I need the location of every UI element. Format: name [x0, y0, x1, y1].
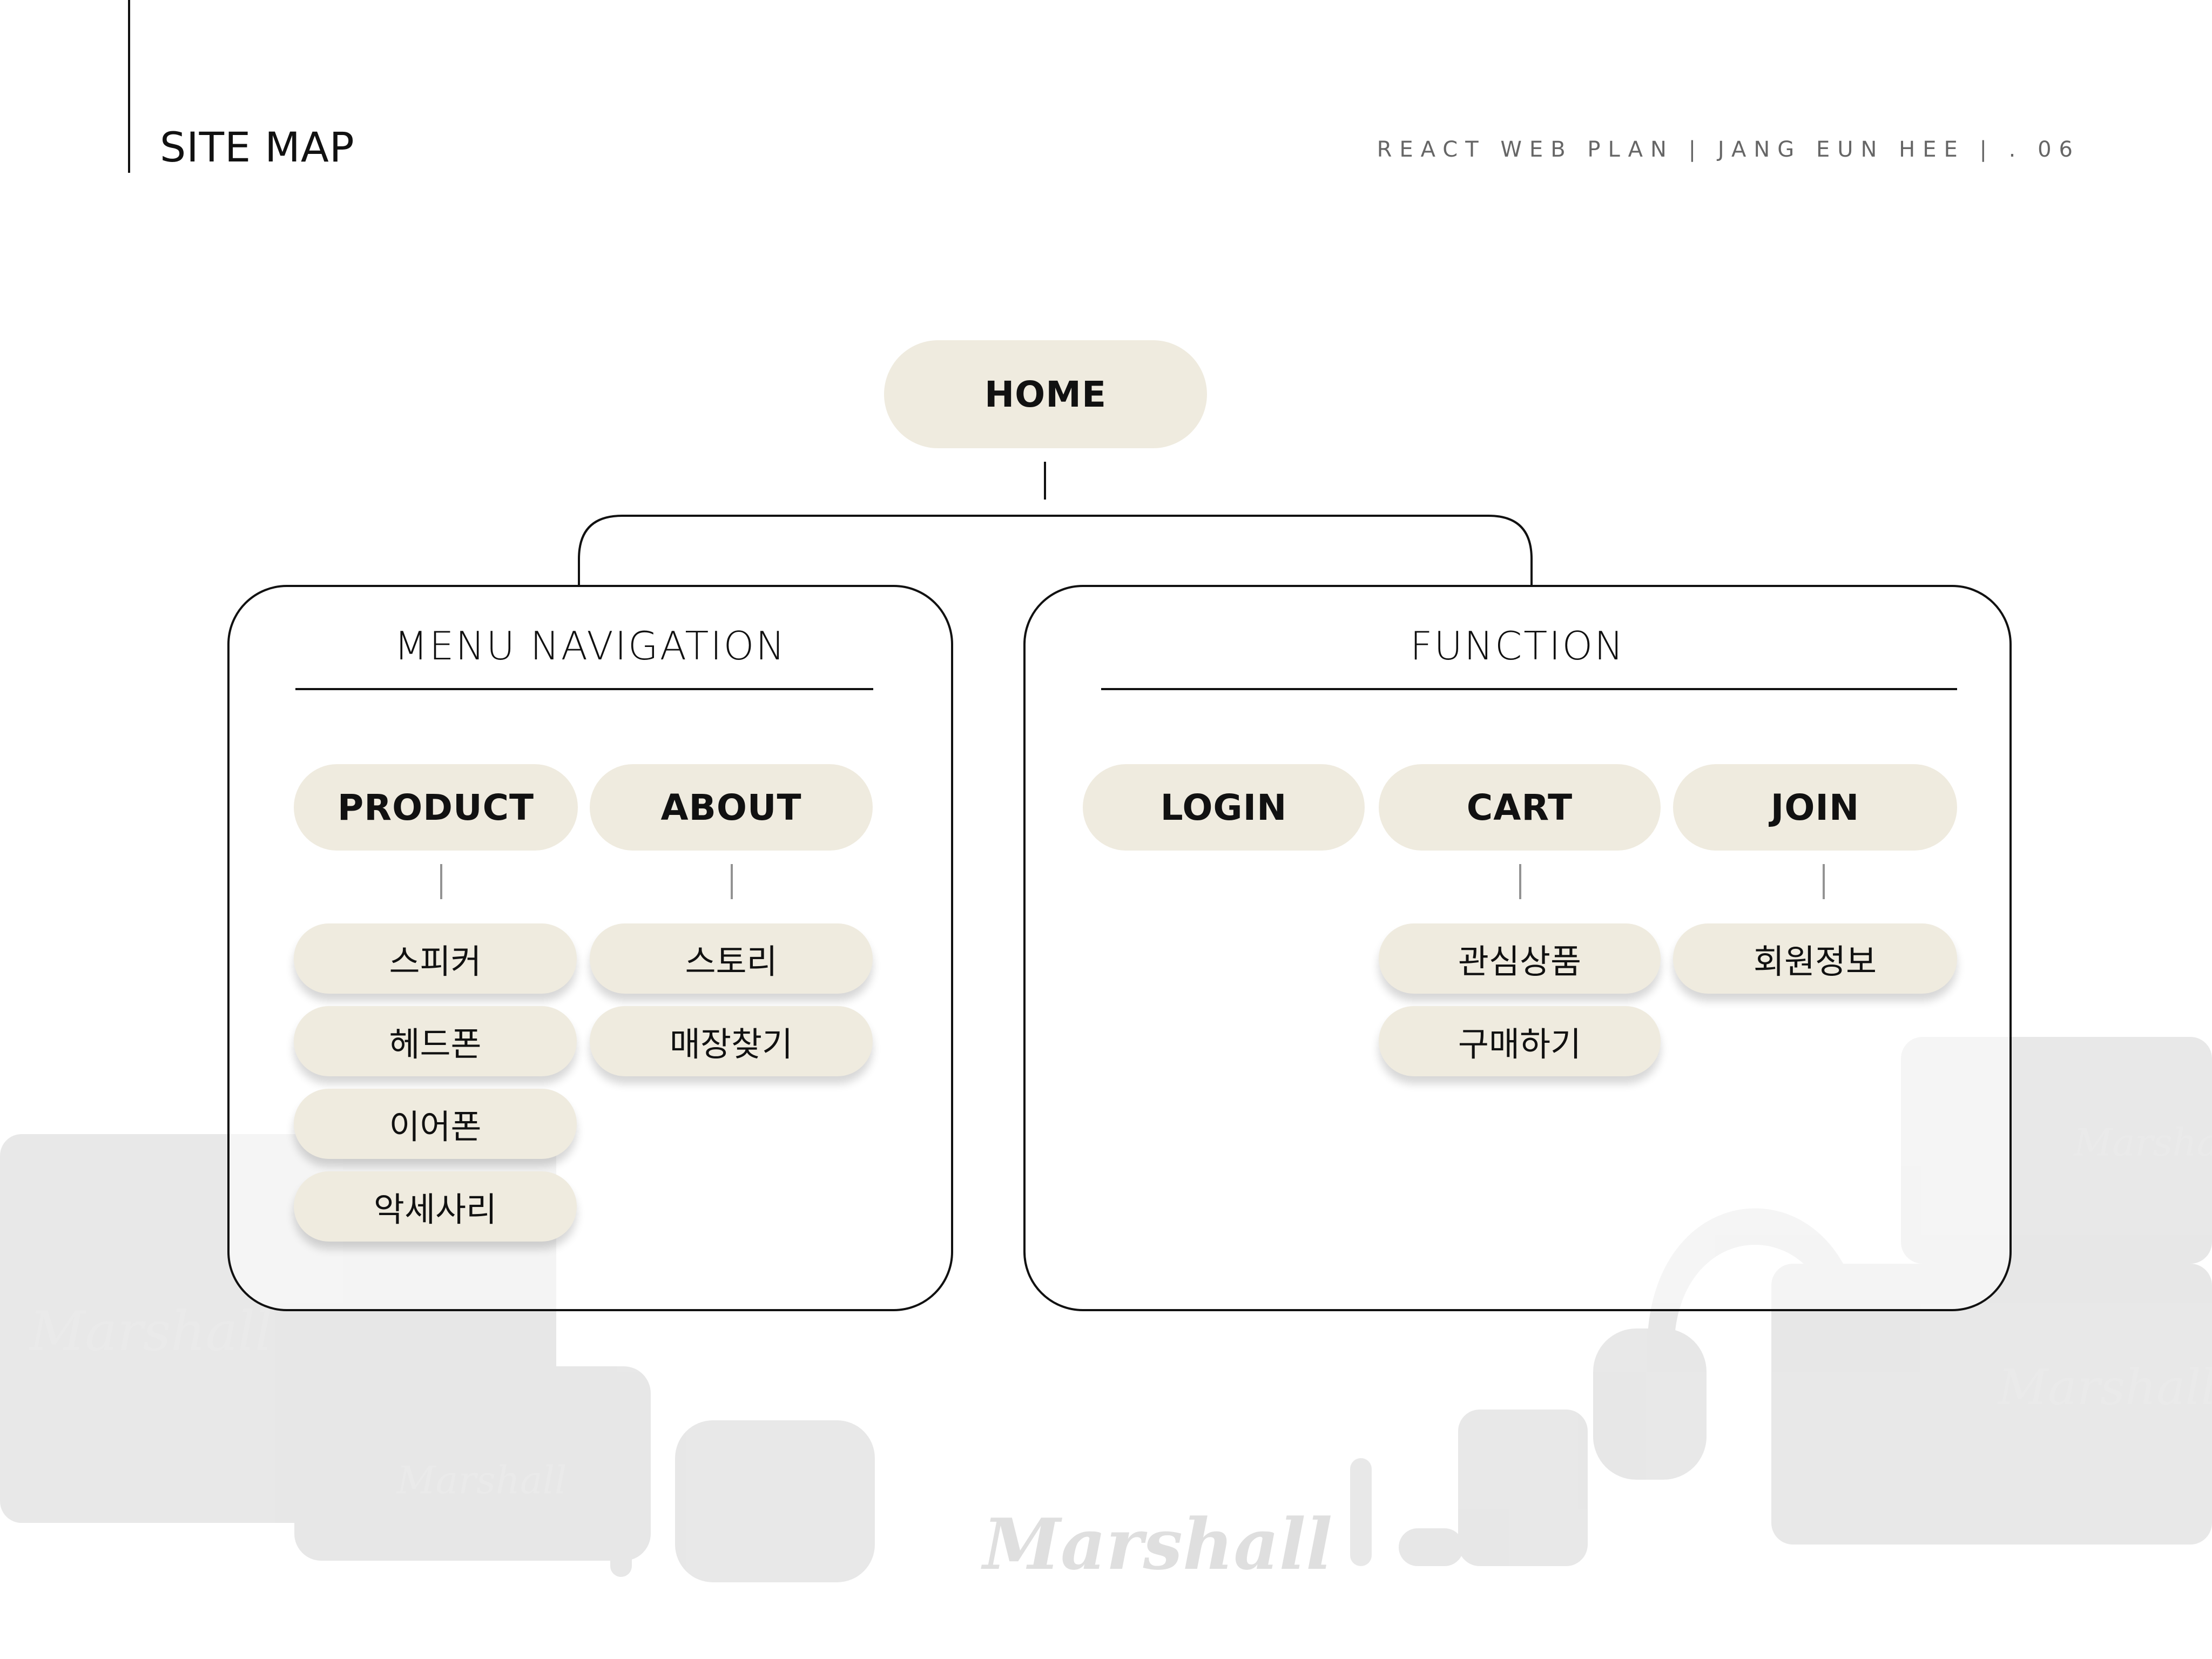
cart-child-wishlist[interactable]: 관심상품 [1379, 923, 1661, 994]
menu-navigation-title: MENU NAVIGATION [394, 623, 787, 669]
product-child-headphone[interactable]: 헤드폰 [294, 1006, 577, 1076]
group-bracket [578, 515, 1533, 586]
svg-text:Marshall: Marshall [396, 1458, 567, 1502]
svg-text:Marshall: Marshall [1997, 1359, 2212, 1416]
join-node[interactable]: JOIN [1673, 764, 1957, 851]
function-title: FUNCTION [1410, 623, 1625, 669]
svg-text:Marshall: Marshall [29, 1300, 272, 1363]
login-node[interactable]: LOGIN [1083, 764, 1365, 851]
cart-child-purchase[interactable]: 구매하기 [1379, 1006, 1661, 1076]
about-child-store-finder[interactable]: 매장찾기 [590, 1006, 873, 1076]
product-child-speaker[interactable]: 스피커 [294, 923, 577, 994]
product-node[interactable]: PRODUCT [294, 764, 578, 851]
about-node[interactable]: ABOUT [590, 764, 873, 851]
page-title: SITE MAP [160, 123, 355, 171]
home-node[interactable]: HOME [884, 340, 1207, 448]
svg-text:Marshall: Marshall [2073, 1121, 2212, 1165]
product-child-earphone[interactable]: 이어폰 [294, 1089, 577, 1159]
product-child-accessory[interactable]: 악세사리 [294, 1171, 577, 1242]
about-child-story[interactable]: 스토리 [590, 923, 873, 994]
menu-navigation-divider [295, 688, 873, 690]
header-accent-rule [128, 0, 130, 173]
header-meta: REACT WEB PLAN | JANG EUN HEE | . 06 [1377, 137, 2080, 162]
marshall-watermark-logo: Marshall [981, 1503, 1332, 1586]
function-divider [1101, 688, 1957, 690]
cart-node[interactable]: CART [1379, 764, 1661, 851]
join-child-member-info[interactable]: 회원정보 [1673, 923, 1957, 994]
